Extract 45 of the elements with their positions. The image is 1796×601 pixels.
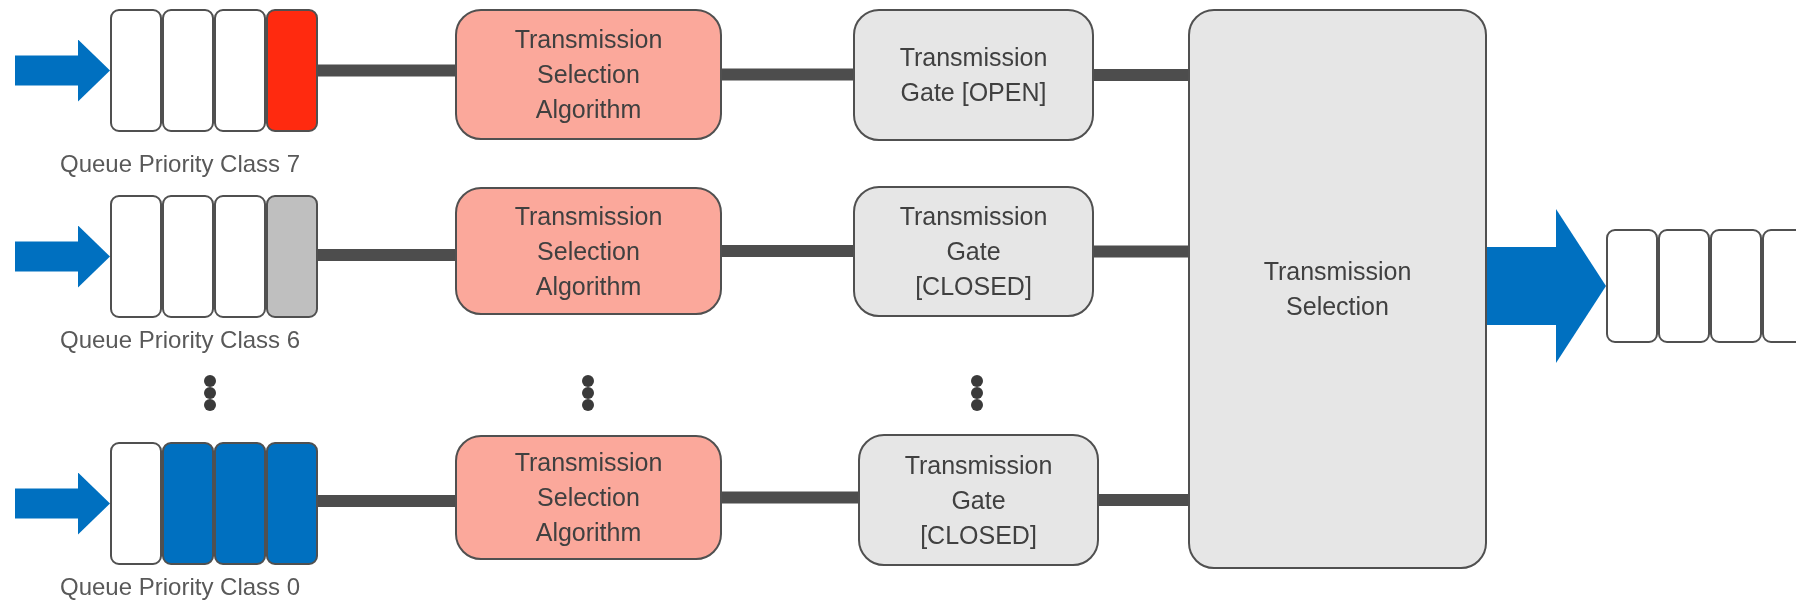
box-label: Transmission Gate [CLOSED] [899,201,1048,302]
gate-box [858,434,1099,566]
queue-slot [214,195,266,318]
connector-line [722,245,853,257]
algorithm-box [455,435,722,560]
connector-line [318,64,455,77]
arrow [15,39,110,102]
selection-box [1188,9,1487,569]
algorithm-box [455,9,722,140]
connector-line [1099,494,1188,506]
box-label: Transmission Selection Algorithm [513,200,664,302]
box-label: Transmission Selection Algorithm [513,24,664,125]
box-label: Transmission Selection [1262,256,1413,322]
queue-slot [110,195,162,318]
queue-slot [1606,229,1658,343]
queue-slot [266,195,318,318]
box-label: Transmission Gate [OPEN] [899,42,1048,108]
arrow [1487,209,1606,363]
box-label: Transmission Selection Algorithm [513,447,664,548]
box-label: Transmission Gate [CLOSED] [904,449,1053,551]
queue-label: Queue Priority Class 0 [60,573,301,601]
algorithm-box [455,187,722,315]
connector-line [1094,245,1188,258]
queue-label: Queue Priority Class 6 [60,326,301,354]
arrow [15,472,110,535]
queue-slot [162,195,214,318]
queue-slot [1658,229,1710,343]
queue-slot [1710,229,1762,343]
connector-line [1094,69,1188,81]
arrow [15,225,110,288]
queue-slot [266,442,318,565]
queue-slot [162,9,214,132]
connector-line [318,249,455,261]
queue-slot [110,9,162,132]
connector-line [722,68,853,81]
connector-line [318,495,455,507]
gate-box [853,9,1094,141]
queue-slot [162,442,214,565]
queue-slot [266,9,318,132]
queue-slot [110,442,162,565]
connector-line [722,491,858,504]
gate-box [853,186,1094,317]
queue-slot [214,9,266,132]
queue-label: Queue Priority Class 7 [60,150,301,178]
queue-slot [214,442,266,565]
